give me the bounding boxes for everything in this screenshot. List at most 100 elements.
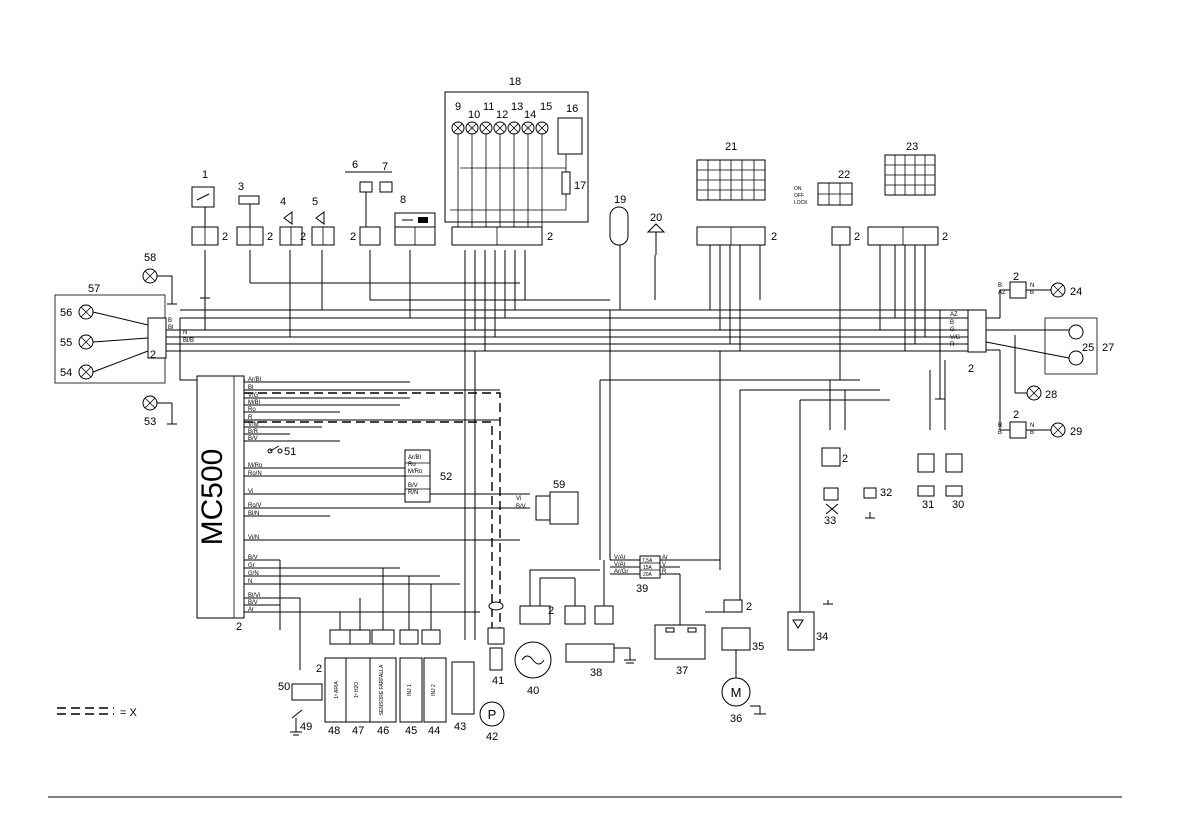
svg-text:M/Ro: M/Ro [408, 469, 423, 475]
label-38: 38 [590, 667, 602, 679]
label-34: 34 [816, 631, 828, 643]
switch-matrix-21 [696, 159, 766, 201]
label-11: 11 [483, 101, 494, 113]
switch-matrix-22 [817, 182, 853, 206]
svg-text:B: B [1030, 290, 1034, 296]
starter-relay-motor [721, 580, 766, 715]
svg-text:B/V: B/V [408, 483, 418, 489]
svg-text:Ar/Bl: Ar/Bl [408, 455, 421, 461]
label-18: 18 [509, 76, 521, 88]
switch-off: OFF [794, 193, 804, 199]
right-lights [967, 281, 1098, 439]
svg-text:B/V: B/V [516, 504, 526, 510]
svg-text:G: G [950, 327, 955, 333]
label-56: 56 [60, 307, 72, 319]
svg-text:V/M: V/M [248, 422, 259, 428]
svg-text:2: 2 [854, 231, 860, 243]
top-connectors [191, 226, 939, 246]
connector-52 [404, 449, 431, 503]
label-50: 50 [278, 681, 290, 693]
harness-wires [165, 245, 970, 640]
svg-text:B: B [998, 283, 1002, 289]
label-30: 30 [952, 499, 964, 511]
svg-text:M/Bl: M/Bl [248, 400, 260, 406]
label-2: 2 [222, 231, 228, 243]
label-22: 22 [838, 169, 850, 181]
svg-text:Gr: Gr [248, 563, 255, 569]
label-37: 37 [676, 665, 688, 677]
components-49-51 [267, 445, 323, 736]
left-lights [54, 268, 173, 420]
svg-text:2: 2 [150, 349, 156, 361]
label-55: 55 [60, 337, 72, 349]
svg-text:B: B [1030, 430, 1034, 436]
svg-text:R/N: R/N [408, 490, 418, 496]
battery-37 [654, 574, 730, 660]
label-24: 24 [1070, 286, 1082, 298]
label-57: 57 [88, 283, 100, 295]
svg-text:B: B [998, 430, 1002, 436]
fuse-20a: 20A [643, 572, 653, 578]
label-13: 13 [511, 101, 523, 113]
label-12: 12 [496, 109, 508, 121]
label-31: 31 [922, 499, 934, 511]
dashboard-panel [444, 91, 589, 227]
generator-regulator [514, 560, 636, 679]
svg-text:2: 2 [746, 601, 752, 613]
injector-2: INJ 2 [431, 684, 437, 696]
top-switches [191, 171, 436, 228]
label-17: 17 [574, 180, 586, 192]
label-40: 40 [527, 685, 539, 697]
ecu-block [196, 375, 530, 670]
label-16: 16 [566, 103, 578, 115]
svg-text:R: R [248, 415, 253, 421]
label-44: 44 [428, 725, 440, 737]
fuse-15a: 15A [643, 565, 653, 571]
svg-text:AZ: AZ [998, 290, 1006, 296]
motor-symbol: M [731, 685, 742, 700]
label-36: 36 [730, 713, 742, 725]
sensor-throttle: SENSORE FARFALLA [379, 664, 385, 715]
label-1: 1 [202, 169, 208, 181]
label-6: 6 [352, 159, 358, 171]
label-47: 47 [352, 725, 364, 737]
label-23: 23 [906, 141, 918, 153]
fuse-7-5a: 7,5A [642, 558, 653, 564]
svg-text:2: 2 [548, 605, 554, 617]
label-58: 58 [144, 252, 156, 264]
svg-text:Ro: Ro [408, 462, 416, 468]
connector-59 [535, 491, 579, 525]
label-48: 48 [328, 725, 340, 737]
label-29: 29 [1070, 426, 1082, 438]
svg-text:R: R [950, 342, 955, 348]
svg-text:Bl: Bl [248, 385, 253, 391]
switch-lock: LOCK [794, 200, 808, 206]
legend-label: = X [120, 707, 137, 719]
svg-text:B/V: B/V [248, 436, 258, 442]
svg-text:Bl/N: Bl/N [248, 511, 259, 517]
label-15: 15 [540, 101, 552, 113]
svg-text:Bl/Vi: Bl/Vi [248, 593, 260, 599]
label-52: 52 [440, 471, 452, 483]
svg-text:2: 2 [316, 663, 322, 675]
label-49: 49 [300, 721, 312, 733]
shielded-cables [57, 392, 501, 715]
label-39: 39 [636, 583, 648, 595]
switch-on: ON [794, 186, 802, 192]
svg-text:Vi: Vi [516, 496, 521, 502]
svg-text:Bl/B: Bl/B [183, 338, 194, 344]
svg-text:B: B [168, 318, 172, 324]
svg-text:2: 2 [842, 453, 848, 465]
label-41: 41 [492, 675, 504, 687]
svg-text:2: 2 [547, 231, 553, 243]
label-42: 42 [486, 731, 498, 743]
svg-text:N: N [183, 330, 187, 336]
label-19: 19 [614, 194, 626, 206]
label-51: 51 [284, 446, 296, 458]
svg-text:V: V [662, 562, 666, 568]
svg-text:Vi: Vi [248, 489, 253, 495]
svg-text:Vi/N: Vi/N [248, 535, 259, 541]
svg-text:N: N [1030, 423, 1034, 429]
svg-text:R: R [662, 569, 667, 575]
